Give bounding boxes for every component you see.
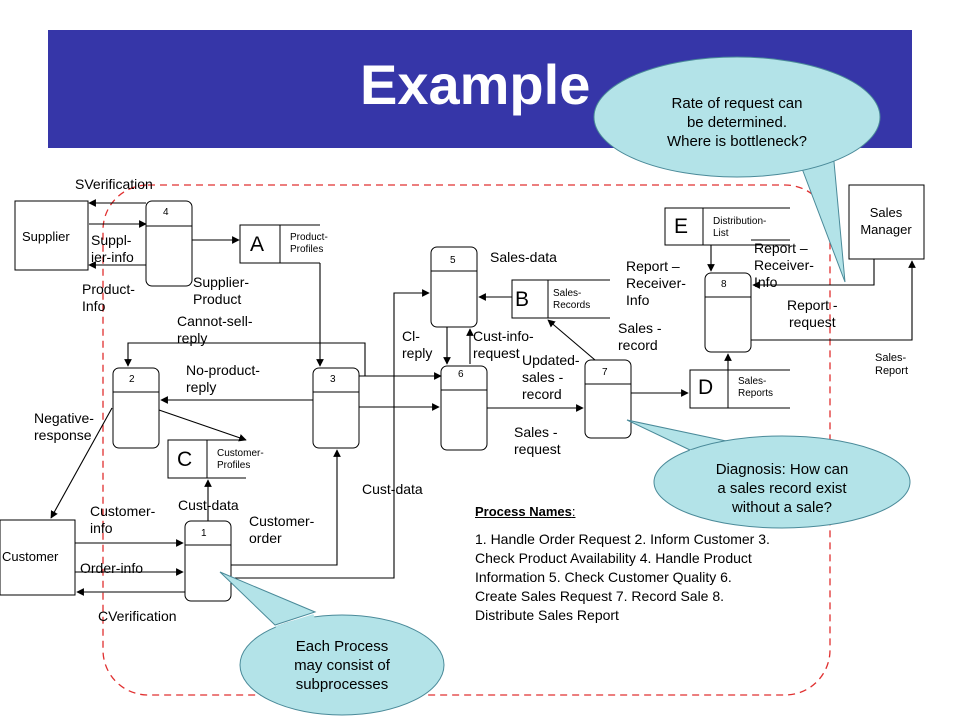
flow-label-sales-data: Sales-data	[490, 249, 557, 265]
store-c-name: Customer- Profiles	[217, 448, 264, 471]
flow-label-updated-sales-record: Updated- sales - record	[522, 352, 580, 402]
store-b	[511, 279, 610, 319]
process-1	[184, 520, 232, 602]
store-a-id: A	[250, 233, 265, 256]
store-d-name: Sales- Reports	[738, 376, 774, 399]
flow-label-report-receiver-info-2: Report – Receiver- Info	[754, 240, 814, 290]
process-6-number: 6	[458, 369, 464, 380]
process-8-number: 8	[721, 279, 727, 290]
entity-supplier	[14, 200, 89, 271]
process-4	[145, 200, 193, 287]
callout-subprocess-text: Each Process may consist of subprocesses	[294, 638, 390, 693]
flow-label-no-product-reply: No-product- reply	[186, 362, 260, 395]
flow-label-sverification: SVerification	[75, 176, 153, 192]
flow-label-customer-order: Customer- order	[249, 513, 315, 546]
process-6	[440, 365, 488, 451]
process-names-heading: Process Names:	[475, 504, 576, 519]
process-2-number: 2	[129, 374, 135, 385]
flow-p2-to-store-c	[158, 409, 247, 442]
flow-label-negative-response: Negative- response	[34, 410, 94, 443]
flow-cust-data-to-p5	[231, 289, 430, 579]
flow-cust-data-to-p3	[231, 449, 341, 566]
callout-diagnosis	[626, 419, 911, 529]
store-a	[239, 224, 320, 264]
page-title: Example	[360, 53, 591, 116]
flow-sales-report	[751, 260, 916, 341]
flow-label-cust-data-2: Cust-data	[362, 481, 423, 497]
callout-subprocess	[219, 571, 445, 716]
flow-label-sales-record: Sales - record	[618, 320, 662, 353]
store-e-name: Distribution- List	[713, 216, 767, 239]
flow-report-request	[752, 259, 875, 289]
store-a-name: Product- Profiles	[290, 232, 328, 255]
sales-manager-label: Sales Manager	[860, 205, 912, 237]
flow-label-sales-request: Sales - request	[514, 424, 561, 457]
store-b-name: Sales- Records	[553, 288, 591, 311]
flow-label-product-info: Product- Info	[82, 281, 135, 314]
flow-label-sales-report: Sales- Report	[875, 352, 909, 377]
flow-label-cl-reply: Cl- reply	[402, 328, 433, 361]
process-5-number: 5	[450, 255, 456, 266]
store-d	[689, 369, 790, 409]
process-4-number: 4	[163, 207, 169, 218]
entity-customer	[0, 519, 76, 596]
flow-updated-sales-record	[547, 319, 596, 361]
flow-label-supplier-info: Suppl- ier-info	[91, 232, 134, 265]
flow-label-cust-info-request: Cust-info- request	[473, 328, 534, 361]
customer-label: Customer	[2, 549, 59, 564]
flow-negative-response	[50, 407, 113, 519]
callout-bottleneck-text: Rate of request can be determined. Where…	[666, 95, 808, 150]
callout-bottleneck	[593, 56, 881, 283]
flow-label-order-info: Order-info	[80, 560, 144, 576]
process-7-number: 7	[602, 367, 608, 378]
process-5	[430, 246, 478, 328]
store-d-id: D	[698, 376, 714, 399]
process-8	[704, 272, 752, 353]
flow-label-cverification: CVerification	[98, 608, 177, 624]
process-names-body: 1. Handle Order Request 2. Inform Custom…	[475, 531, 770, 623]
store-e-id: E	[674, 215, 689, 238]
flow-label-report-receiver-info-1: Report – Receiver- Info	[626, 258, 686, 308]
process-1-number: 1	[201, 528, 207, 539]
callout-diagnosis-text: Diagnosis: How can a sales record exist …	[715, 461, 849, 516]
flow-label-cannot-sell-reply: Cannot-sell- reply	[177, 313, 253, 346]
flow-label-report-request: Report - request	[787, 297, 838, 330]
process-3	[312, 367, 360, 449]
store-c	[167, 439, 246, 479]
process-2	[112, 367, 160, 449]
store-e	[664, 207, 790, 246]
process-names-heading-text: Process Names	[475, 504, 572, 519]
entity-sales-manager	[848, 184, 925, 260]
supplier-label: Supplier	[22, 229, 70, 244]
flow-label-supplier-product: Supplier- Product	[193, 274, 250, 307]
flow-label-cust-data-1: Cust-data	[178, 497, 239, 513]
store-c-id: C	[177, 448, 193, 471]
flow-label-customer-info: Customer- info	[90, 503, 156, 536]
process-3-number: 3	[330, 374, 336, 385]
process-7	[584, 359, 632, 439]
flow-cannot-sell-reply	[124, 342, 366, 376]
store-b-id: B	[515, 288, 530, 311]
